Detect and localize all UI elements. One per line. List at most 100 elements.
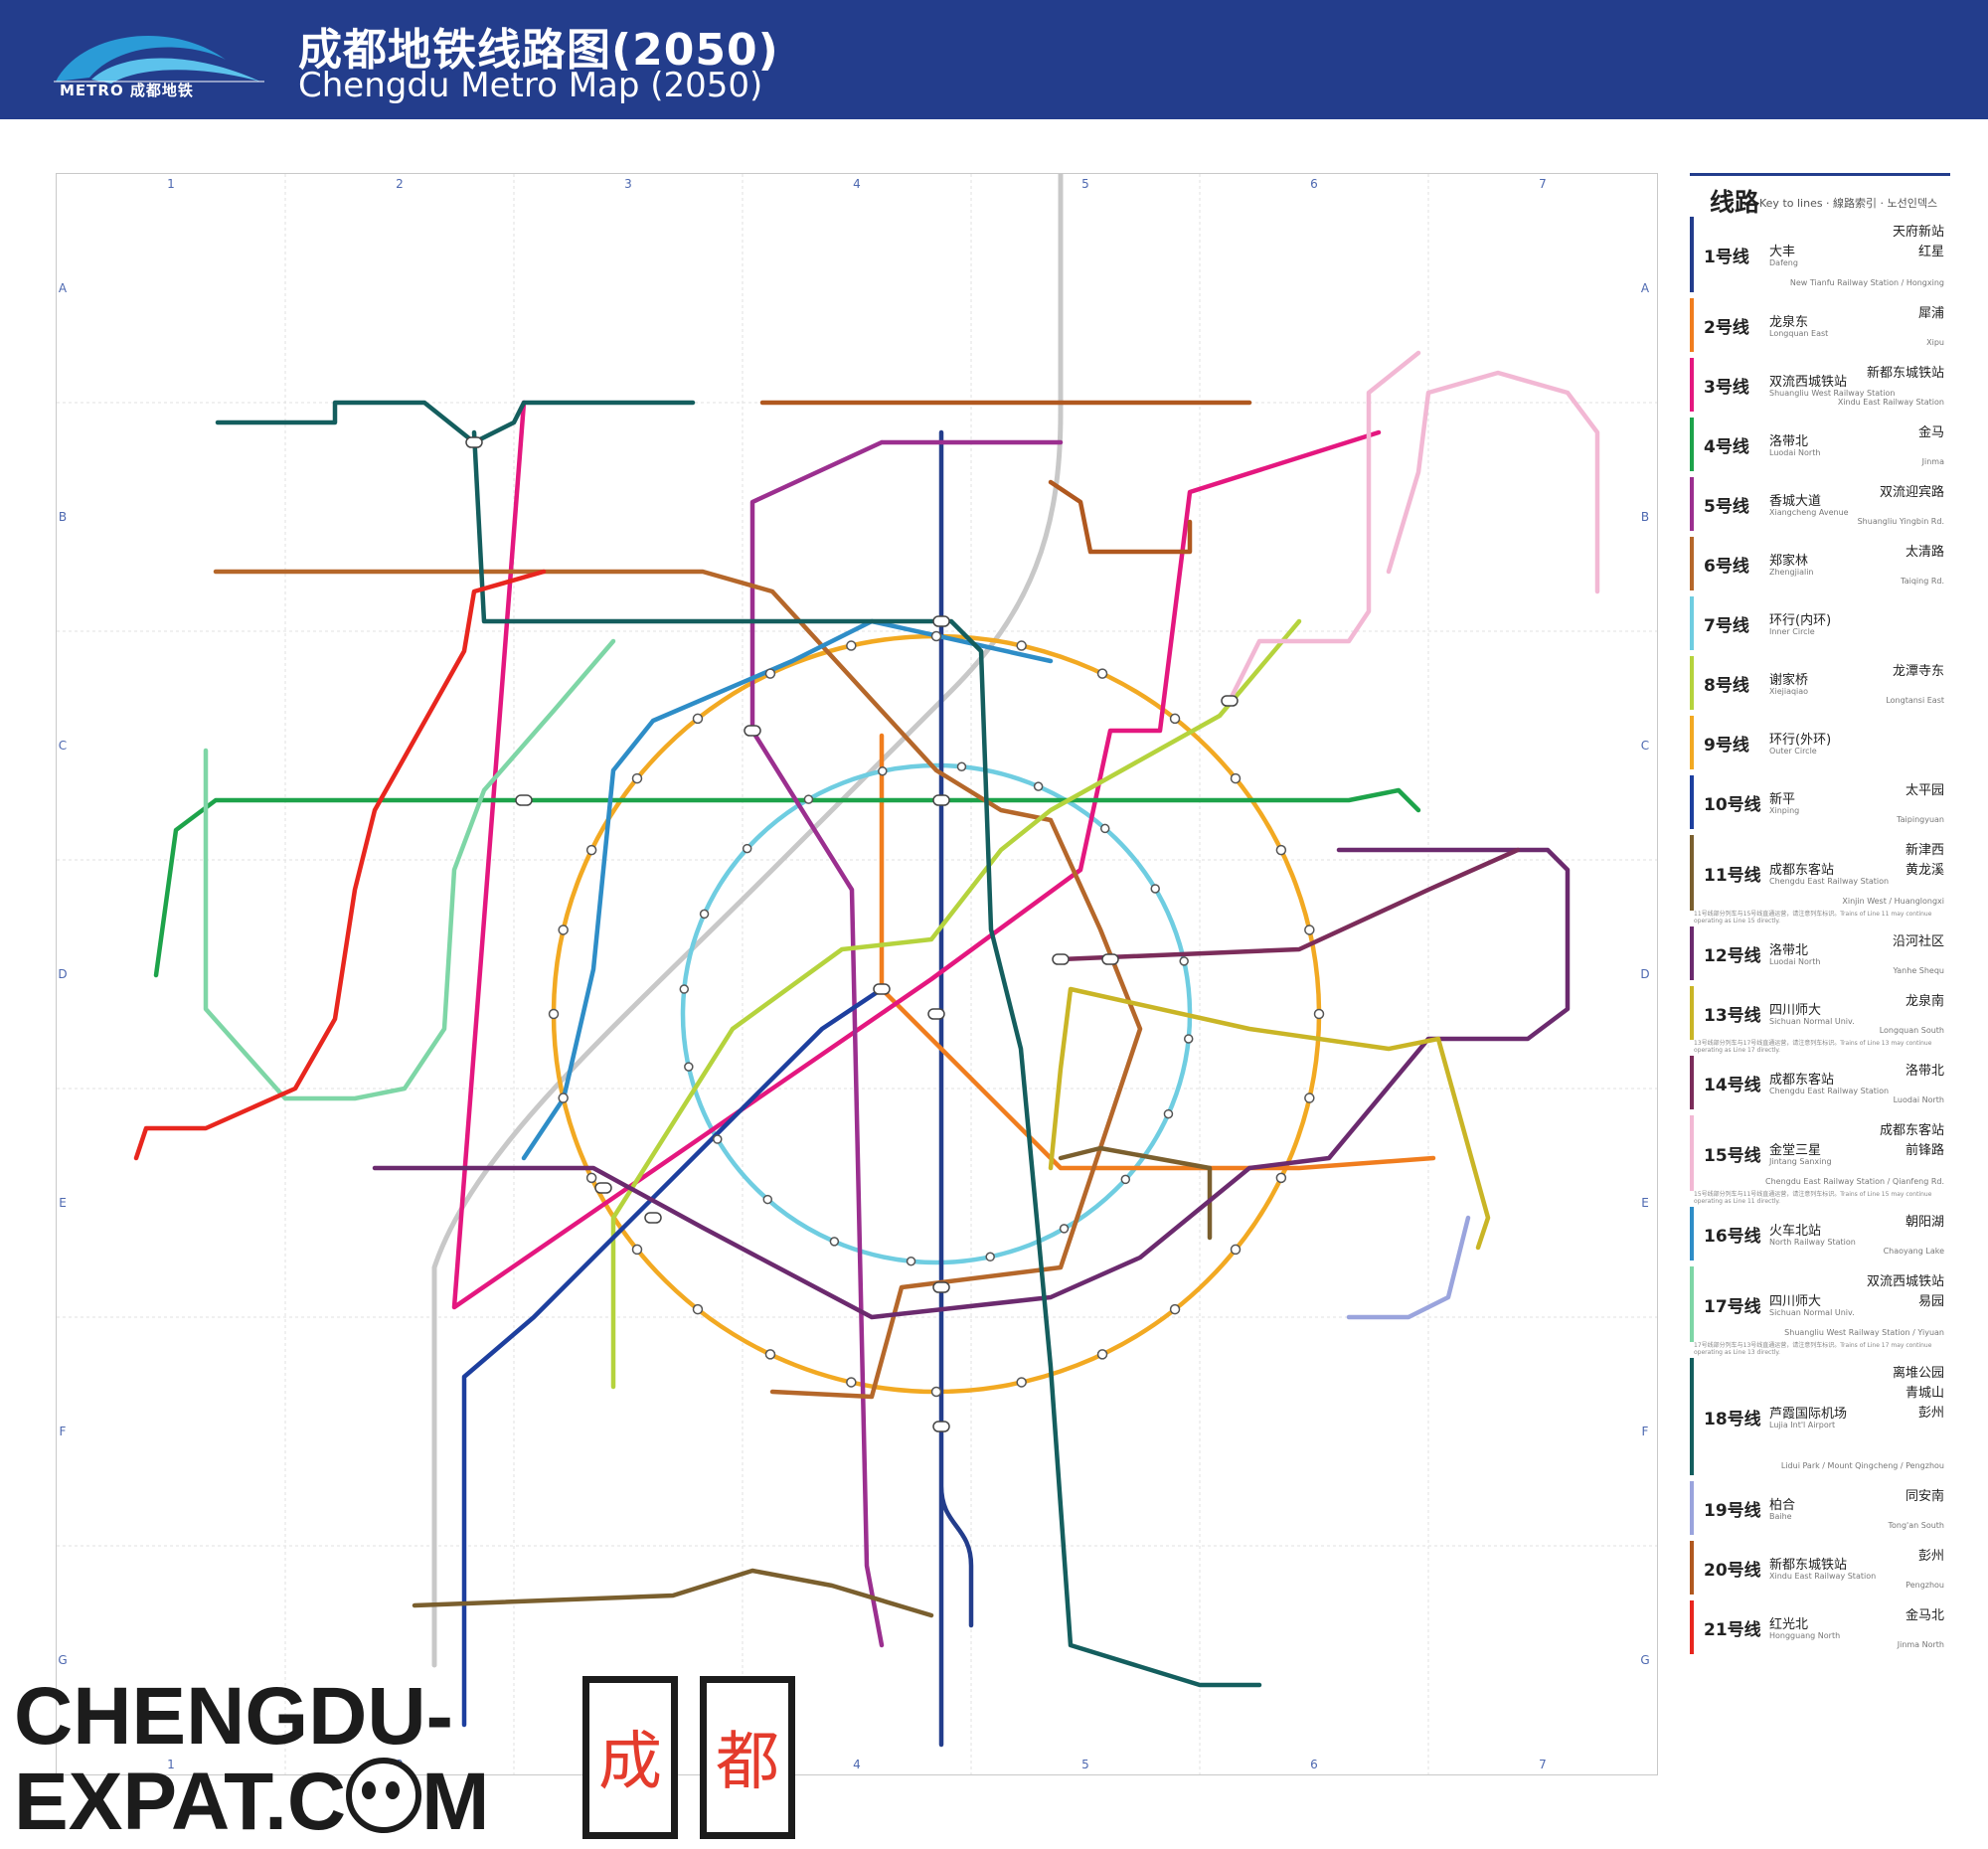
interchange-station[interactable]	[932, 615, 950, 627]
interchange-station[interactable]	[465, 436, 483, 448]
legend-terminal-b: 朝阳湖	[1905, 1215, 1944, 1230]
interchange-station[interactable]	[594, 1182, 612, 1194]
legend-terminal-a-en: Shuangliu West Railway Station	[1769, 389, 1896, 398]
station-marker[interactable]	[1304, 1093, 1315, 1103]
interchange-station[interactable]	[932, 794, 950, 806]
station-marker[interactable]	[679, 984, 690, 994]
station-marker[interactable]	[1016, 1377, 1027, 1388]
legend-line-name: 14号线	[1704, 1076, 1761, 1095]
legend-terminal-a-en: Chengdu East Railway Station	[1769, 877, 1890, 886]
station-marker[interactable]	[585, 844, 597, 856]
interchange-station[interactable]	[515, 794, 533, 806]
map-area[interactable]: 11223344556677AABBCCDDEEFFGG 离堆公园李冰广场迎宾路…	[56, 173, 1658, 1775]
interchange-station[interactable]	[932, 1421, 950, 1432]
station-marker[interactable]	[764, 668, 776, 679]
station-marker[interactable]	[1313, 1008, 1325, 1020]
legend-terminal-a: 洛带北	[1769, 434, 1809, 449]
station-marker[interactable]	[699, 909, 710, 920]
station-marker[interactable]	[930, 630, 942, 642]
station-marker[interactable]	[1033, 781, 1044, 791]
station-marker[interactable]	[1179, 956, 1189, 966]
interchange-station[interactable]	[927, 1008, 945, 1020]
station-marker[interactable]	[829, 1237, 840, 1247]
station-marker[interactable]	[558, 924, 569, 935]
watermark-char-box-1: 成	[582, 1676, 678, 1839]
legend-terminal-b-en: Chaoyang Lake	[1883, 1247, 1944, 1256]
interchange-station[interactable]	[873, 983, 891, 995]
station-marker[interactable]	[1150, 884, 1160, 894]
station-marker[interactable]	[585, 1172, 597, 1184]
interchange-station[interactable]	[1052, 953, 1070, 965]
station-marker[interactable]	[684, 1062, 694, 1072]
station-marker[interactable]	[762, 1194, 773, 1205]
legend-terminal-a: 新平	[1769, 792, 1796, 807]
legend-terminal-a-en: Zhengjialin	[1769, 568, 1814, 577]
interchange-station[interactable]	[1101, 953, 1119, 965]
station-marker[interactable]	[692, 1303, 704, 1315]
station-marker[interactable]	[1099, 823, 1110, 834]
interchange-station[interactable]	[644, 1212, 662, 1224]
legend-terminal-b-en: Luodai North	[1893, 1095, 1944, 1104]
station-marker[interactable]	[713, 1134, 723, 1144]
interchange-station[interactable]	[1221, 695, 1239, 707]
station-marker[interactable]	[1096, 1349, 1108, 1360]
station-marker[interactable]	[1059, 1224, 1070, 1234]
legend-terminal-b: 新都东城铁站	[1866, 366, 1944, 381]
station-marker[interactable]	[1096, 668, 1108, 679]
station-marker[interactable]	[692, 713, 704, 725]
station-marker[interactable]	[846, 1377, 857, 1388]
station-marker[interactable]	[985, 1252, 995, 1262]
station-marker[interactable]	[1120, 1174, 1131, 1185]
legend-terminal-a: 柏合	[1769, 1498, 1796, 1513]
legend-terminal-a-en: Longquan East	[1769, 329, 1829, 338]
interchange-station[interactable]	[744, 725, 761, 737]
legend-line-name: 10号线	[1704, 795, 1761, 815]
legend-color-bar	[1690, 775, 1694, 829]
legend-terminal-a: 龙泉东	[1769, 315, 1809, 330]
station-marker[interactable]	[1230, 1244, 1242, 1256]
station-marker[interactable]	[956, 761, 967, 771]
station-marker[interactable]	[1304, 924, 1315, 935]
station-marker[interactable]	[1275, 1172, 1287, 1184]
interchange-station[interactable]	[932, 1281, 950, 1293]
station-marker[interactable]	[1169, 713, 1181, 725]
station-marker[interactable]	[846, 640, 857, 651]
legend-terminal-b-en: Tong'an South	[1888, 1521, 1944, 1530]
grid-col-label: 4	[853, 1758, 861, 1771]
station-marker[interactable]	[1275, 844, 1287, 856]
header-bar: METRO 成都地铁 成都地铁线路图(2050) Chengdu Metro M…	[0, 0, 1988, 119]
legend-note: 11号线部分列车与15号线直通运营，请注意列车标识。Trains of Line…	[1694, 911, 1932, 924]
map-title: 成都地铁线路图(2050)	[298, 25, 779, 76]
legend-terminal-b-en: Jinma	[1921, 457, 1944, 466]
station-marker[interactable]	[548, 1008, 560, 1020]
legend-line-name: 6号线	[1704, 557, 1749, 577]
station-marker[interactable]	[631, 1244, 643, 1256]
station-marker[interactable]	[1183, 1034, 1194, 1044]
station-marker[interactable]	[558, 1093, 569, 1103]
station-marker[interactable]	[906, 1257, 916, 1266]
legend-terminal-a: 成都东客站	[1769, 1073, 1835, 1088]
station-marker[interactable]	[764, 1349, 776, 1360]
legend-line-name: 12号线	[1704, 946, 1761, 966]
station-marker[interactable]	[1016, 640, 1027, 651]
grid-col-label: 7	[1539, 177, 1547, 191]
legend-terminal-a: 四川师大	[1769, 1294, 1822, 1309]
station-marker[interactable]	[803, 794, 814, 804]
station-marker[interactable]	[1163, 1108, 1174, 1119]
station-marker[interactable]	[742, 843, 752, 854]
legend-color-bar	[1690, 835, 1694, 911]
station-marker[interactable]	[878, 765, 888, 776]
station-marker[interactable]	[1230, 772, 1242, 784]
legend-line-name: 7号线	[1704, 616, 1749, 636]
station-marker[interactable]	[930, 1386, 942, 1398]
station-marker[interactable]	[631, 772, 643, 784]
station-marker[interactable]	[1169, 1303, 1181, 1315]
legend-terminal-b: 金马	[1917, 425, 1944, 440]
